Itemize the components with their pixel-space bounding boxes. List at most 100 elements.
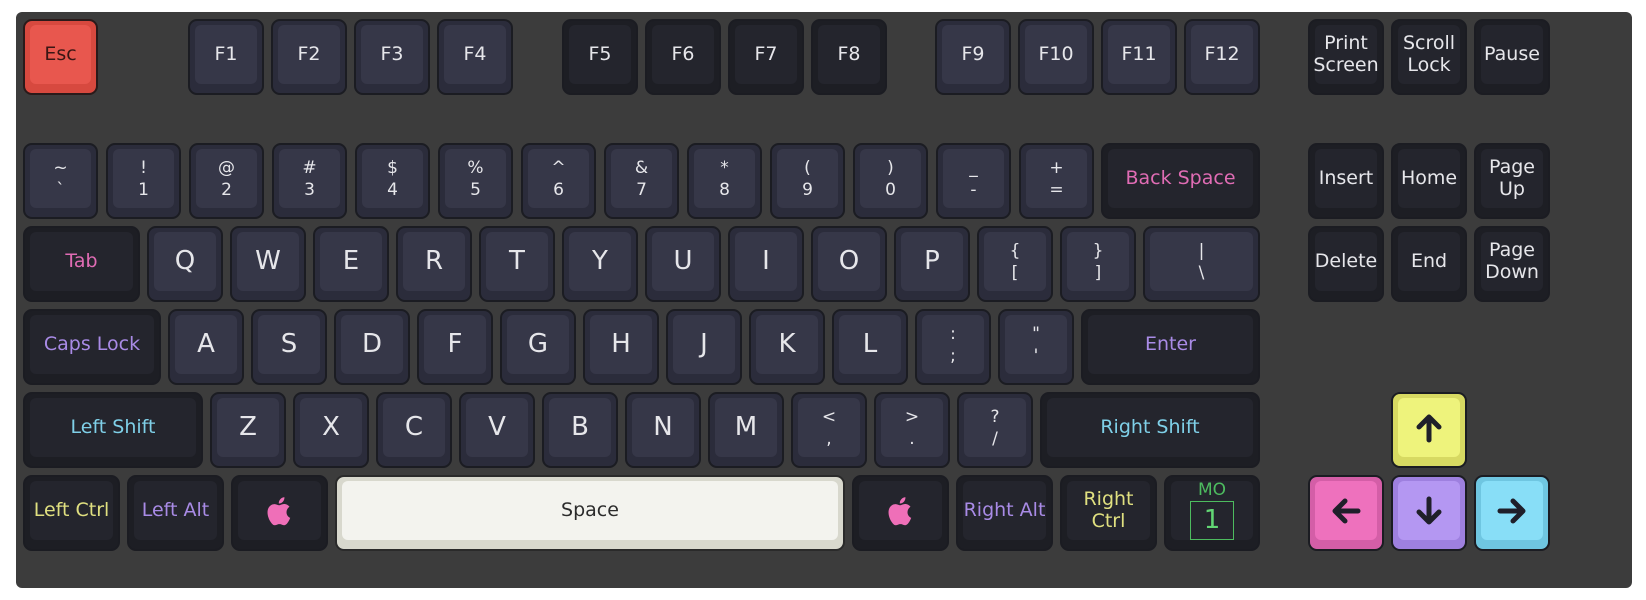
key-left-alt[interactable]: Left Alt [127, 475, 224, 551]
key-q[interactable]: Q [147, 226, 223, 302]
key-i[interactable]: I [728, 226, 804, 302]
key-right-meta[interactable] [852, 475, 949, 551]
key-g[interactable]: G [500, 309, 576, 385]
key-comma[interactable]: <, [791, 392, 867, 468]
key-caps-lock[interactable]: Caps Lock [23, 309, 161, 385]
key-mo-layer[interactable]: MO 1 [1164, 475, 1260, 551]
key-3[interactable]: #3 [272, 143, 347, 219]
key-period-base: . [909, 428, 915, 449]
key-f6-label: F6 [652, 25, 714, 84]
key-backslash[interactable]: |\ [1143, 226, 1260, 302]
key-end[interactable]: End [1391, 226, 1467, 302]
key-right-alt-label: Right Alt [963, 481, 1046, 540]
key-9-base: 9 [802, 179, 813, 200]
key-7[interactable]: &7 [604, 143, 679, 219]
key-f[interactable]: F [417, 309, 493, 385]
key-o[interactable]: O [811, 226, 887, 302]
key-8-shift: * [720, 157, 729, 178]
key-slash[interactable]: ?/ [957, 392, 1033, 468]
key-m[interactable]: M [708, 392, 784, 468]
key-arrow-left[interactable] [1308, 475, 1384, 551]
key-f3-label: F3 [361, 25, 423, 84]
key-e-label: E [320, 232, 382, 291]
key-right-shift[interactable]: Right Shift [1040, 392, 1260, 468]
key-z[interactable]: Z [210, 392, 286, 468]
key-f10[interactable]: F10 [1018, 19, 1094, 95]
key-backtick[interactable]: ~` [23, 143, 98, 219]
key-v[interactable]: V [459, 392, 535, 468]
key-backslash-shift: | [1198, 240, 1205, 261]
key-4[interactable]: $4 [355, 143, 430, 219]
key-minus-base: - [970, 179, 977, 200]
key-left-ctrl[interactable]: Left Ctrl [23, 475, 120, 551]
key-arrow-up[interactable] [1391, 392, 1467, 468]
key-b[interactable]: B [542, 392, 618, 468]
key-f9[interactable]: F9 [935, 19, 1011, 95]
key-left-meta[interactable] [231, 475, 328, 551]
key-i-label: I [735, 232, 797, 291]
key-6[interactable]: ^6 [521, 143, 596, 219]
key-insert[interactable]: Insert [1308, 143, 1384, 219]
key-f3[interactable]: F3 [354, 19, 430, 95]
key-l[interactable]: L [832, 309, 908, 385]
key-space[interactable]: Space [335, 475, 845, 551]
key-f7[interactable]: F7 [728, 19, 804, 95]
key-pause[interactable]: Pause [1474, 19, 1550, 95]
key-5[interactable]: %5 [438, 143, 513, 219]
key-a[interactable]: A [168, 309, 244, 385]
key-2[interactable]: @2 [189, 143, 264, 219]
key-0[interactable]: )0 [853, 143, 928, 219]
key-minus[interactable]: _- [936, 143, 1011, 219]
key-w[interactable]: W [230, 226, 306, 302]
key-f12[interactable]: F12 [1184, 19, 1260, 95]
key-f6[interactable]: F6 [645, 19, 721, 95]
key-right-alt[interactable]: Right Alt [956, 475, 1053, 551]
key-j[interactable]: J [666, 309, 742, 385]
key-u[interactable]: U [645, 226, 721, 302]
key-1[interactable]: !1 [106, 143, 181, 219]
key-left-alt-label: Left Alt [134, 481, 217, 540]
key-f5[interactable]: F5 [562, 19, 638, 95]
key-left-shift[interactable]: Left Shift [23, 392, 203, 468]
key-home[interactable]: Home [1391, 143, 1467, 219]
key-right-bracket[interactable]: }] [1060, 226, 1136, 302]
key-esc[interactable]: Esc [23, 19, 98, 95]
key-f1[interactable]: F1 [188, 19, 264, 95]
key-4-shift: $ [387, 157, 398, 178]
key-enter[interactable]: Enter [1081, 309, 1260, 385]
key-t[interactable]: T [479, 226, 555, 302]
key-r[interactable]: R [396, 226, 472, 302]
key-c[interactable]: C [376, 392, 452, 468]
key-8[interactable]: *8 [687, 143, 762, 219]
key-s[interactable]: S [251, 309, 327, 385]
key-tab[interactable]: Tab [23, 226, 140, 302]
key-left-bracket[interactable]: {[ [977, 226, 1053, 302]
key-f8[interactable]: F8 [811, 19, 887, 95]
key-period[interactable]: >. [874, 392, 950, 468]
key-arrow-right[interactable] [1474, 475, 1550, 551]
key-h[interactable]: H [583, 309, 659, 385]
key-delete[interactable]: Delete [1308, 226, 1384, 302]
key-x[interactable]: X [293, 392, 369, 468]
key-p[interactable]: P [894, 226, 970, 302]
key-n[interactable]: N [625, 392, 701, 468]
key-d[interactable]: D [334, 309, 410, 385]
key-y[interactable]: Y [562, 226, 638, 302]
key-e[interactable]: E [313, 226, 389, 302]
key-backspace[interactable]: Back Space [1101, 143, 1260, 219]
key-f4[interactable]: F4 [437, 19, 513, 95]
key-9[interactable]: (9 [770, 143, 845, 219]
key-g-label: G [507, 315, 569, 374]
key-f2[interactable]: F2 [271, 19, 347, 95]
key-arrow-down[interactable] [1391, 475, 1467, 551]
key-f11[interactable]: F11 [1101, 19, 1177, 95]
key-k[interactable]: K [749, 309, 825, 385]
key-equals[interactable]: += [1019, 143, 1094, 219]
key-semicolon[interactable]: :; [915, 309, 991, 385]
key-quote[interactable]: "' [998, 309, 1074, 385]
